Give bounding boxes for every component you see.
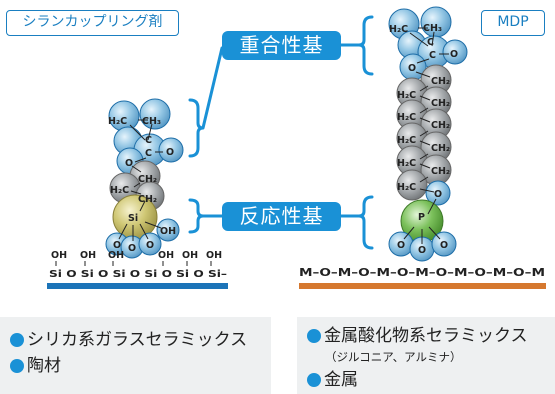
silane-label: シランカップリング剤 — [6, 10, 179, 36]
atom-label: CH₃ — [142, 116, 161, 127]
metal-bar — [299, 283, 546, 289]
atom-label: H₂C — [108, 116, 127, 127]
silane-labels: H₂C CH₃ C C O O CH₂ H₂C CH₂ Si OH O O O — [108, 116, 176, 254]
atom-label: H₂C — [397, 158, 416, 169]
atom-label: H₂C — [397, 90, 416, 101]
silica-bar — [47, 283, 228, 289]
atom-label: O — [450, 49, 458, 60]
silica-surface: OH OH OH OH OH OH Si O Si O Si O Si O Si… — [49, 250, 227, 280]
metal-materials-panel: 金属酸化物系セラミックス （ジルコニア、アルミナ） 金属 — [297, 317, 555, 394]
oh-group: OH — [108, 250, 124, 261]
atom-label: CH₂ — [431, 143, 450, 154]
atom-label: CH₂ — [431, 98, 450, 109]
oh-group: OH — [206, 250, 222, 261]
atom-label: CH₂ — [431, 120, 450, 131]
silane-molecule — [105, 98, 184, 259]
atom — [442, 39, 468, 65]
material-item: シリカ系ガラスセラミックス — [10, 327, 271, 353]
reactive-group-label: 反応性基 — [222, 202, 341, 231]
atom-label: P — [418, 212, 425, 223]
atom-label: H₂C — [397, 112, 416, 123]
atom-label: O — [440, 240, 448, 251]
atom-label: C — [429, 50, 436, 61]
atom-label: O — [113, 240, 121, 251]
atom — [138, 232, 162, 256]
atom-label: H₂C — [110, 185, 129, 196]
mdp-bonds — [403, 27, 449, 244]
atom-label: CH₂ — [138, 174, 157, 185]
atom-label: H₂C — [397, 135, 416, 146]
polymerizable-group-label: 重合性基 — [222, 31, 341, 60]
atom-label: C — [427, 37, 434, 48]
atom-label: CH₂ — [431, 166, 450, 177]
atom-label: Si — [128, 213, 138, 224]
bullet-icon — [10, 333, 24, 347]
material-item: 金属 — [307, 367, 555, 393]
bracket-connectors — [188, 15, 374, 250]
oh-group: OH — [158, 250, 174, 261]
atom-label: O — [128, 243, 136, 254]
atom-label: CH₃ — [423, 23, 442, 34]
atom-label: O — [146, 240, 154, 251]
silica-chain: Si O Si O Si O Si O Si O Si– — [49, 269, 227, 280]
oh-group: OH — [51, 250, 67, 261]
bullet-icon — [10, 359, 24, 373]
atom — [156, 218, 180, 242]
bullet-icon — [307, 329, 321, 343]
atom — [396, 169, 428, 201]
material-item: 陶材 — [10, 353, 271, 379]
mdp-label: MDP — [481, 10, 545, 36]
material-item: 金属酸化物系セラミックス — [307, 323, 555, 349]
silane-bonds — [118, 119, 163, 241]
silica-materials-panel: シリカ系ガラスセラミックス 陶材 — [0, 317, 271, 394]
oh-group: OH — [182, 250, 198, 261]
atom — [425, 180, 451, 206]
atom — [139, 98, 171, 130]
material-item-subtext: （ジルコニア、アルミナ） — [325, 350, 462, 364]
bullet-icon — [307, 373, 321, 387]
oh-group: OH — [80, 250, 96, 261]
atom-label: O — [125, 158, 133, 169]
atom-label: H₂C — [397, 182, 416, 193]
atom-label: O — [397, 240, 405, 251]
atom-label: CH₂ — [138, 194, 157, 205]
atom-label: O — [408, 63, 416, 74]
atom-label: O — [434, 189, 442, 200]
mdp-labels: H₂C CH₃ C C O O CH₂ H₂C CH₂ H₂C CH₂ H₂C … — [389, 23, 458, 256]
atom-label: OH — [160, 226, 176, 237]
atom — [431, 231, 457, 257]
mdp-molecule — [388, 6, 468, 262]
atom-label: C — [145, 148, 152, 159]
atom-label: CH₂ — [431, 76, 450, 87]
atom-label: C — [145, 135, 152, 146]
metal-chain: M–O–M–O–M–O–M–O–M–O–M–O–M — [299, 267, 545, 279]
atom-label: O — [418, 245, 426, 256]
atom-label: H₂C — [389, 24, 408, 35]
atom — [158, 137, 184, 163]
atom-label: O — [166, 147, 174, 158]
